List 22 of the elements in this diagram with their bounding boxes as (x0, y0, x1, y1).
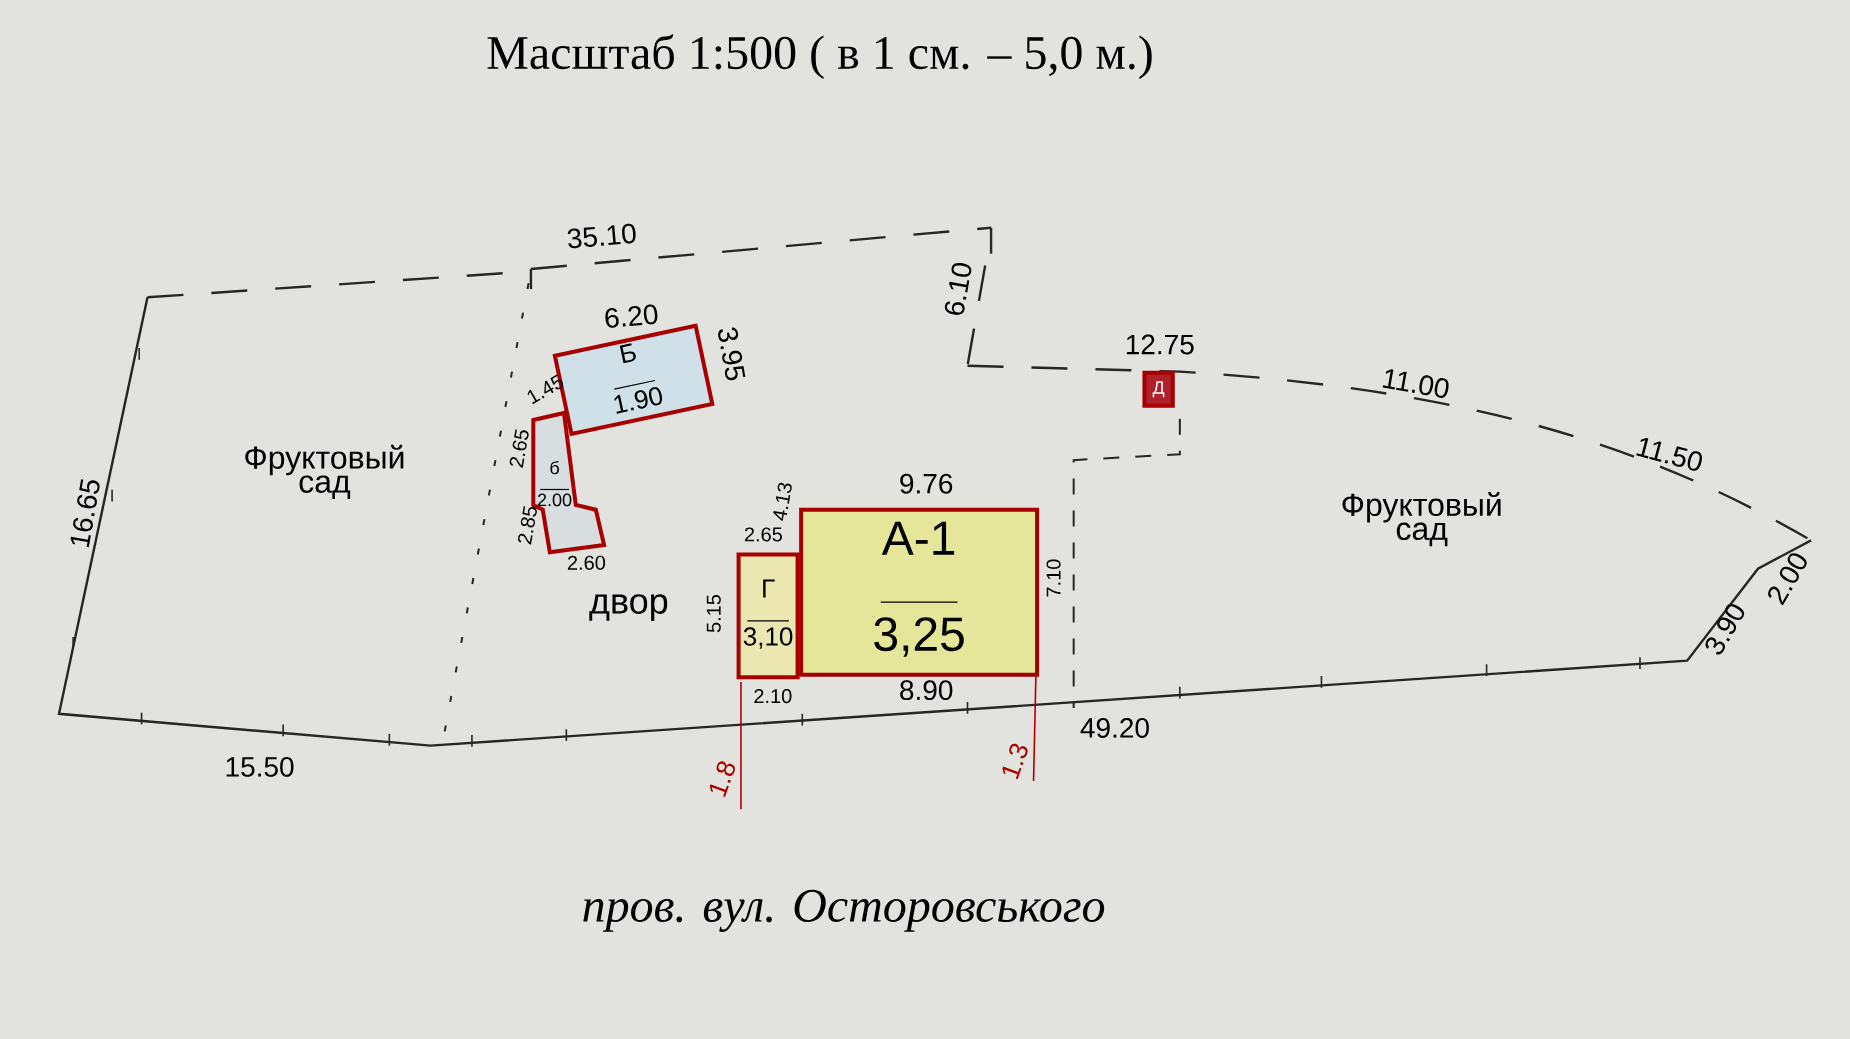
dimension-label: 11.50 (1636, 437, 1702, 471)
dimension-label: 4.13 (773, 482, 792, 521)
setback-label: 1.3 (1002, 743, 1028, 779)
area-label: двор (589, 593, 668, 621)
dimension-label: 35.10 (567, 223, 636, 249)
area-label: Фруктовый сад (245, 444, 404, 499)
dimension-label: 11.00 (1382, 369, 1449, 398)
dimension-label: 49.20 (1080, 717, 1149, 738)
building-box: Д (1142, 370, 1175, 408)
building-box: А-1 3,25 (799, 507, 1040, 677)
dimension-label: 2.65 (744, 527, 782, 542)
street-caption: пров. вул. Осторовського (583, 889, 1105, 932)
dimension-label: 16.65 (70, 479, 100, 548)
dimension-label: 15.50 (226, 756, 294, 777)
dimension-label: 2.10 (754, 688, 792, 703)
building-box: Г 3,10 (736, 552, 800, 679)
dimension-label: 12.75 (1126, 334, 1194, 355)
dimension-label: 6.10 (944, 262, 972, 315)
setback-label: 1.8 (709, 761, 735, 797)
scale-title: Масштаб 1:500 ( в 1 см. – 5,0 м.) (487, 34, 1152, 79)
dimension-label: 2.65 (509, 429, 529, 468)
area-label: Фруктовый сад (1342, 491, 1501, 546)
